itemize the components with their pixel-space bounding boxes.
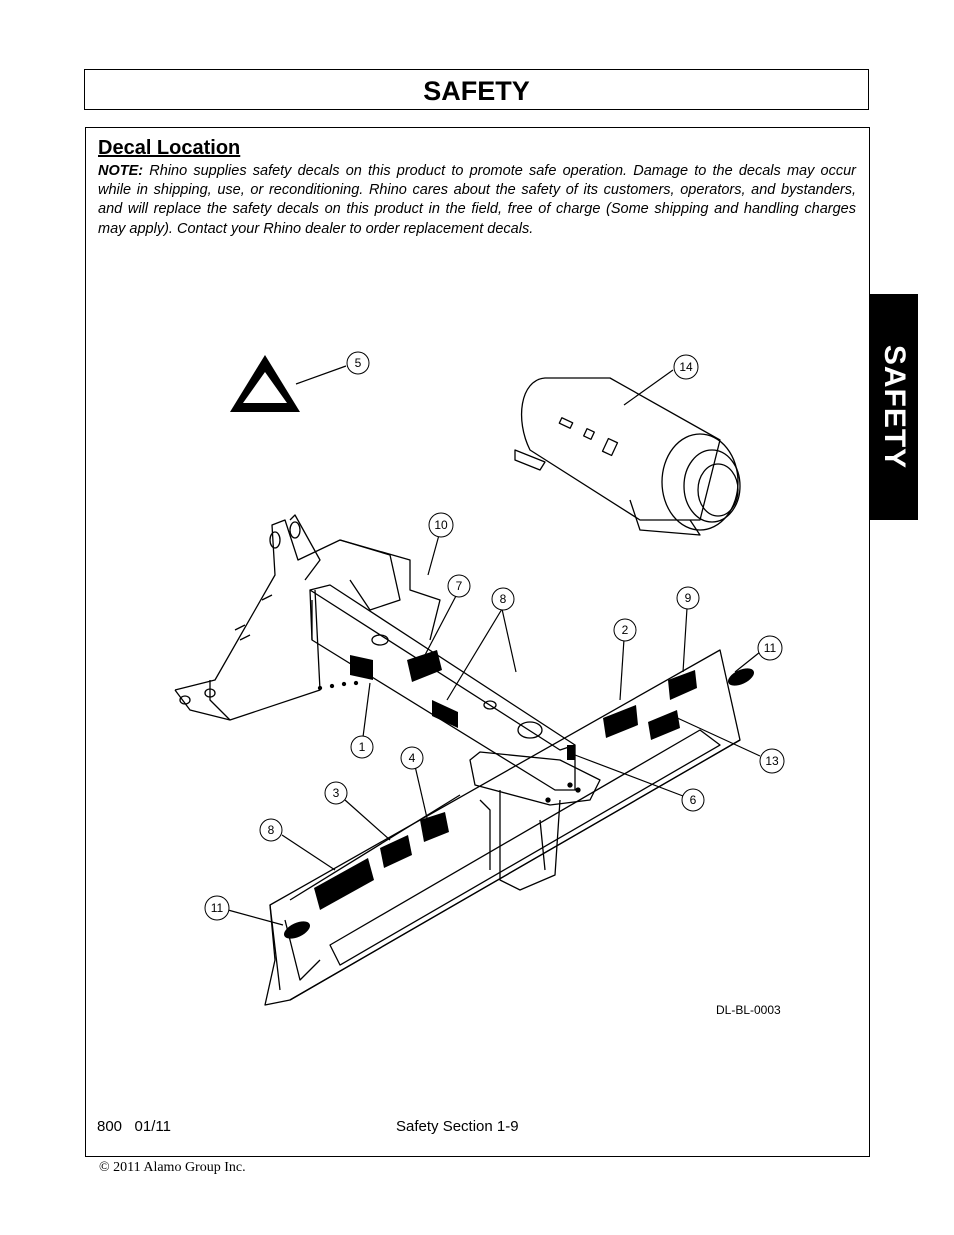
section-title: Decal Location — [98, 137, 241, 159]
svg-text:13: 13 — [765, 754, 779, 768]
footer-model-date: 800 01/11 — [97, 1118, 171, 1135]
svg-text:2: 2 — [622, 623, 629, 637]
decal-3 — [380, 835, 412, 868]
callout-3: 3 — [324, 781, 348, 805]
svg-text:10: 10 — [434, 518, 448, 532]
decal-7 — [407, 650, 442, 682]
decal-4 — [420, 812, 449, 842]
smv-triangle-icon — [230, 355, 300, 412]
decal-8a — [432, 700, 458, 728]
decal-11b — [283, 921, 311, 939]
callout-14: 14 — [673, 354, 699, 380]
svg-text:8: 8 — [268, 823, 275, 837]
content-box — [85, 127, 870, 1157]
callout-11-right: 11 — [757, 635, 783, 661]
turntable-drawing — [469, 751, 601, 891]
svg-text:14: 14 — [679, 360, 693, 374]
callout-9: 9 — [676, 586, 700, 610]
note-label: NOTE: — [98, 163, 144, 179]
svg-text:5: 5 — [355, 356, 362, 370]
hitch-frame-drawing — [174, 514, 441, 721]
footer-section-page: Safety Section 1-9 — [396, 1118, 519, 1135]
svg-text:11: 11 — [764, 641, 777, 655]
svg-text:1: 1 — [359, 740, 366, 754]
decal-11a — [727, 668, 755, 686]
note-paragraph: NOTE: Rhino supplies safety decals on th… — [98, 162, 856, 239]
svg-text:6: 6 — [690, 793, 697, 807]
canister-drawing — [514, 377, 741, 536]
header-box: SAFETY — [84, 69, 869, 110]
page-title: SAFETY — [423, 76, 530, 106]
callout-6: 6 — [681, 788, 705, 812]
callout-2: 2 — [613, 618, 637, 642]
svg-text:3: 3 — [333, 786, 340, 800]
callout-7: 7 — [447, 574, 471, 598]
callout-8-top: 8 — [491, 587, 515, 611]
callout-5: 5 — [346, 351, 370, 375]
svg-text:11: 11 — [211, 901, 224, 915]
side-tab-label: SAFETY — [877, 344, 911, 470]
callout-1: 1 — [350, 735, 374, 759]
main-beam-drawing — [309, 584, 576, 791]
svg-text:8: 8 — [500, 592, 507, 606]
decal-blocks — [283, 650, 755, 939]
copyright: © 2011 Alamo Group Inc. — [99, 1160, 246, 1175]
decal-2 — [603, 705, 638, 738]
blade-drawing — [264, 649, 741, 1006]
svg-text:9: 9 — [685, 591, 692, 605]
side-tab: SAFETY — [869, 294, 918, 520]
note-text: Rhino supplies safety decals on this pro… — [98, 163, 856, 237]
leader-lines — [227, 365, 761, 926]
callout-13: 13 — [759, 748, 785, 774]
svg-text:7: 7 — [456, 579, 463, 593]
callout-11-left: 11 — [204, 895, 230, 921]
callout-4: 4 — [400, 746, 424, 770]
callouts: 5 14 10 7 8 9 2 11 1 4 3 6 13 8 11 — [204, 351, 785, 921]
callout-8-bottom: 8 — [259, 818, 283, 842]
decal-1 — [350, 655, 373, 680]
figure-id: DL-BL-0003 — [716, 1003, 781, 1017]
decal-13 — [648, 710, 680, 740]
callout-10: 10 — [428, 512, 454, 538]
decal-9 — [668, 670, 697, 700]
decal-location-diagram: 5 14 10 7 8 9 2 11 1 4 3 6 13 8 11 — [174, 351, 785, 1006]
decal-6 — [567, 745, 575, 760]
decal-8b — [314, 858, 374, 910]
svg-text:4: 4 — [409, 751, 416, 765]
